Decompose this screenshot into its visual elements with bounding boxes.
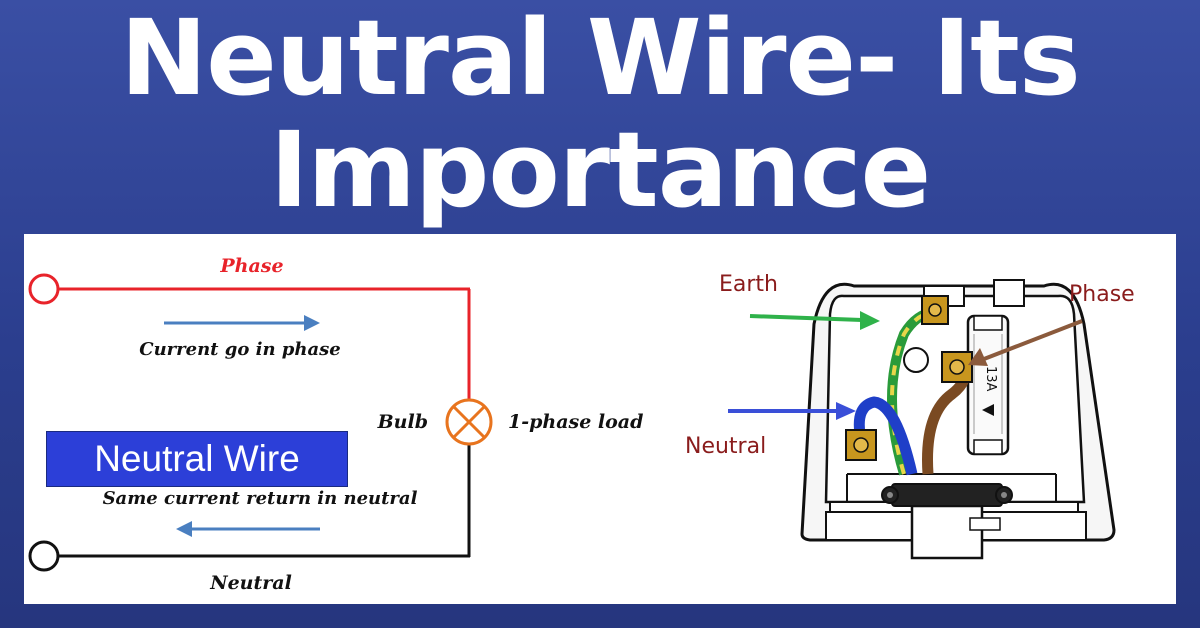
load-label: 1-phase load — [508, 411, 643, 433]
diagram-panel: Phase Current go in phase Bulb 1-phase l… — [24, 234, 1176, 604]
return-label: Same current return in neutral — [103, 488, 418, 509]
page-title-line-1: Neutral Wire- Its — [120, 0, 1081, 119]
neutral-terminal — [28, 540, 60, 572]
current-return-arrow — [176, 521, 320, 537]
plug-neutral-label: Neutral — [685, 434, 766, 459]
phase-terminal — [28, 273, 60, 305]
fuse-rating: 13A — [983, 366, 998, 392]
current-in-arrow — [164, 315, 320, 331]
earth-label: Earth — [719, 272, 778, 297]
plug-diagram: 13A — [800, 279, 1116, 560]
plug-phase-label: Phase — [1069, 282, 1135, 307]
neutral-plug-arrow — [728, 402, 856, 420]
bulb-label: Bulb — [377, 411, 428, 433]
phase-label: Phase — [219, 255, 283, 277]
phase-plug-arrow — [968, 319, 1083, 366]
earth-arrow — [749, 311, 880, 330]
page-title-line-2: Importance — [269, 109, 931, 231]
current-in-label: Current go in phase — [139, 339, 340, 360]
bulb-icon — [445, 398, 493, 446]
neutral-wire-box: Neutral Wire — [46, 431, 348, 487]
neutral-label: Neutral — [209, 572, 292, 594]
diagram-canvas: Phase Current go in phase Bulb 1-phase l… — [28, 255, 1135, 594]
